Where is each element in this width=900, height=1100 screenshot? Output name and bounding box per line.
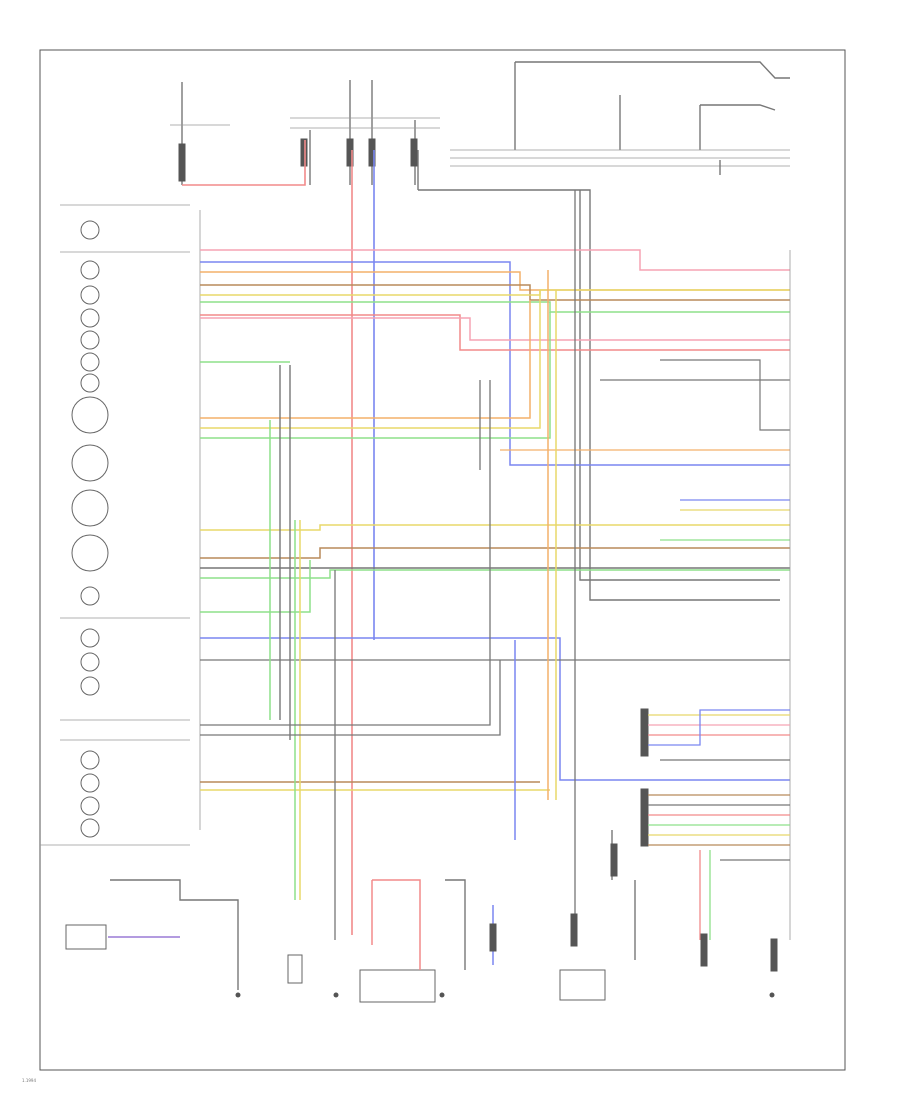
instrument-cluster-indicators: [40, 204, 190, 846]
vertical-wires: [200, 190, 576, 940]
wire-red-top: [182, 140, 306, 186]
bottom-components: [65, 830, 778, 1003]
footer-code: 1.1994: [22, 1078, 36, 1083]
top-connectors: [170, 80, 440, 185]
diagram-border: [39, 49, 846, 1071]
horizontal-wires: [200, 249, 790, 791]
right-connector: [640, 250, 791, 940]
top-right-relays: [450, 61, 790, 175]
